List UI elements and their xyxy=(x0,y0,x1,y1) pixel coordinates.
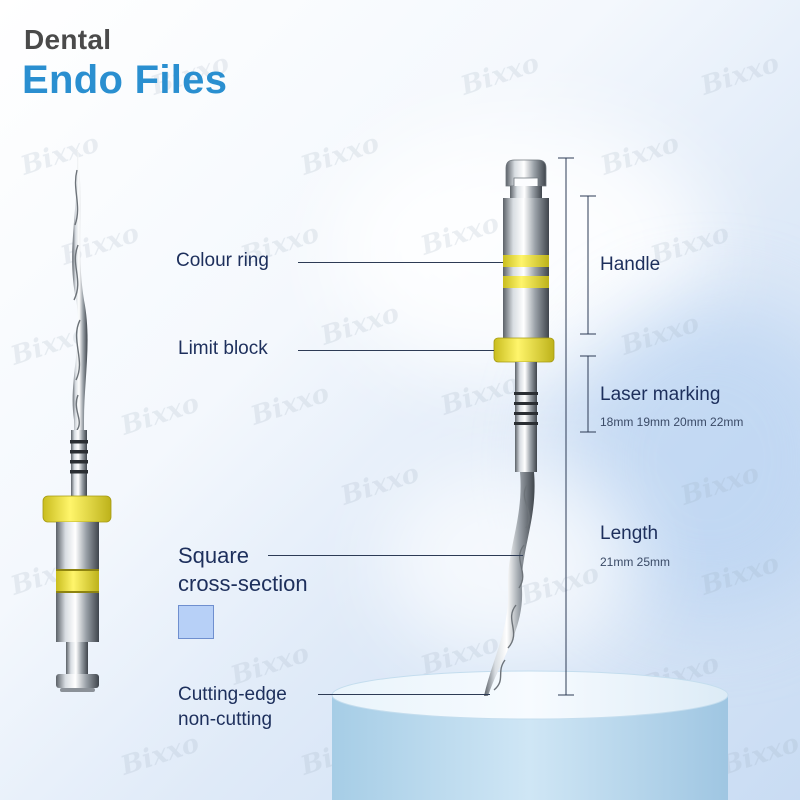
label-length-sizes: 21mm 25mm xyxy=(600,555,671,569)
label-square: Square xyxy=(178,543,249,568)
square-swatch-icon xyxy=(178,605,214,639)
label-non-cutting: non-cutting xyxy=(178,709,273,730)
endo-file-vertical-icon xyxy=(42,150,112,692)
pedestal xyxy=(331,670,729,800)
endo-file-annotated-icon xyxy=(484,159,555,696)
label-limit-block: Limit block xyxy=(178,338,268,359)
label-handle: Handle xyxy=(600,254,661,275)
leader-line-limit-block xyxy=(298,350,494,351)
dimension-brackets xyxy=(558,157,596,696)
title-endo-files: Endo Files xyxy=(22,58,228,102)
label-cross-section: cross-section xyxy=(178,571,308,596)
label-length: Length xyxy=(600,523,659,544)
leader-line-cutting-edge xyxy=(318,694,490,695)
label-colour-ring: Colour ring xyxy=(176,250,269,271)
label-cutting-edge: Cutting-edge xyxy=(178,684,287,705)
leader-line-square xyxy=(268,555,523,556)
label-laser-marking: Laser marking xyxy=(600,384,721,405)
label-laser-sizes: 18mm 19mm 20mm 22mm xyxy=(600,415,744,429)
title-dental: Dental xyxy=(24,24,112,55)
leader-line-colour-ring xyxy=(298,262,503,263)
